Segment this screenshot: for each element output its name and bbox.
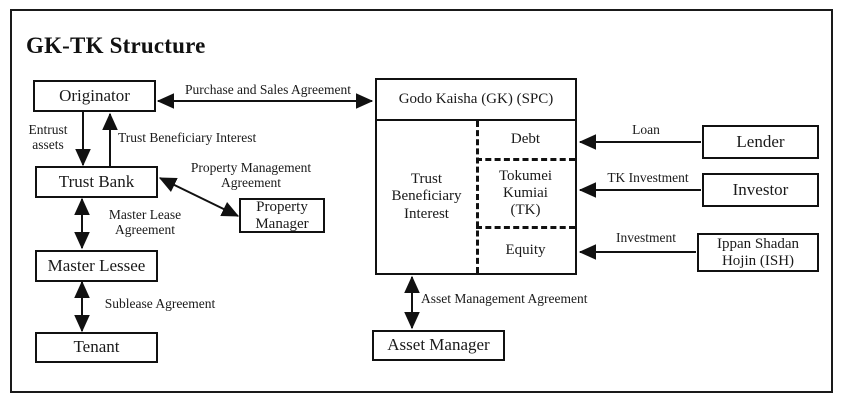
node-tenant-label: Tenant [73,337,120,357]
edge-label-trust-beneficiary-interest: Trust Beneficiary Interest [118,130,257,145]
node-investor-label: Investor [732,179,789,199]
node-asset-manager[interactable]: Asset Manager [372,330,505,361]
gk-debt-cell: Debt [476,121,575,161]
edge-property-management [158,177,240,217]
node-investor[interactable]: Investor [702,173,819,207]
edge-label-purchase-sales: Purchase and Sales Agreement [184,82,352,97]
node-originator-label: Originator [59,85,130,105]
edge-label-investment: Investment [616,230,676,245]
gk-tokumei-kumiai-cell: Tokumei Kumiai (TK) [476,161,575,229]
node-ippan-shadan-hojin[interactable]: Ippan Shadan Hojin (ISH) [697,233,819,272]
edge-label-tk-investment: TK Investment [607,170,689,185]
edge-label-master-lease: Master Lease Agreement [108,207,182,238]
diagram-outer-border [10,9,833,393]
node-originator[interactable]: Originator [33,80,156,112]
node-tenant[interactable]: Tenant [35,332,158,363]
node-trust-bank[interactable]: Trust Bank [35,166,158,198]
edge-label-loan: Loan [632,122,660,137]
node-trust-bank-label: Trust Bank [58,171,135,191]
node-ippan-shadan-hojin-label: Ippan Shadan Hojin (ISH) [716,236,800,269]
gk-body: Trust Beneficiary Interest Debt Tokumei … [377,121,575,273]
gk-header-label: Godo Kaisha (GK) (SPC) [377,80,575,121]
gk-equity-cell: Equity [505,242,546,259]
node-property-manager[interactable]: Property Manager [239,198,325,233]
page-title: GK-TK Structure [26,33,206,58]
gk-trust-beneficiary-interest-cell: Trust Beneficiary Interest [391,171,462,222]
edge-label-asset-management: Asset Management Agreement [421,291,588,306]
node-lender-label: Lender [736,131,785,151]
node-asset-manager-label: Asset Manager [387,335,490,355]
edge-label-sublease: Sublease Agreement [104,296,216,311]
node-lender[interactable]: Lender [702,125,819,159]
edge-label-property-management: Property Management Agreement [190,160,312,191]
node-master-lessee-label: Master Lessee [47,255,146,275]
edge-label-entrust-assets: Entrust assets [28,122,68,153]
node-master-lessee[interactable]: Master Lessee [35,250,158,282]
node-property-manager-label: Property Manager [255,199,309,232]
gk-vertical-dashed-divider [476,121,479,273]
node-godo-kaisha-spc[interactable]: Godo Kaisha (GK) (SPC) Trust Beneficiary… [375,78,577,275]
